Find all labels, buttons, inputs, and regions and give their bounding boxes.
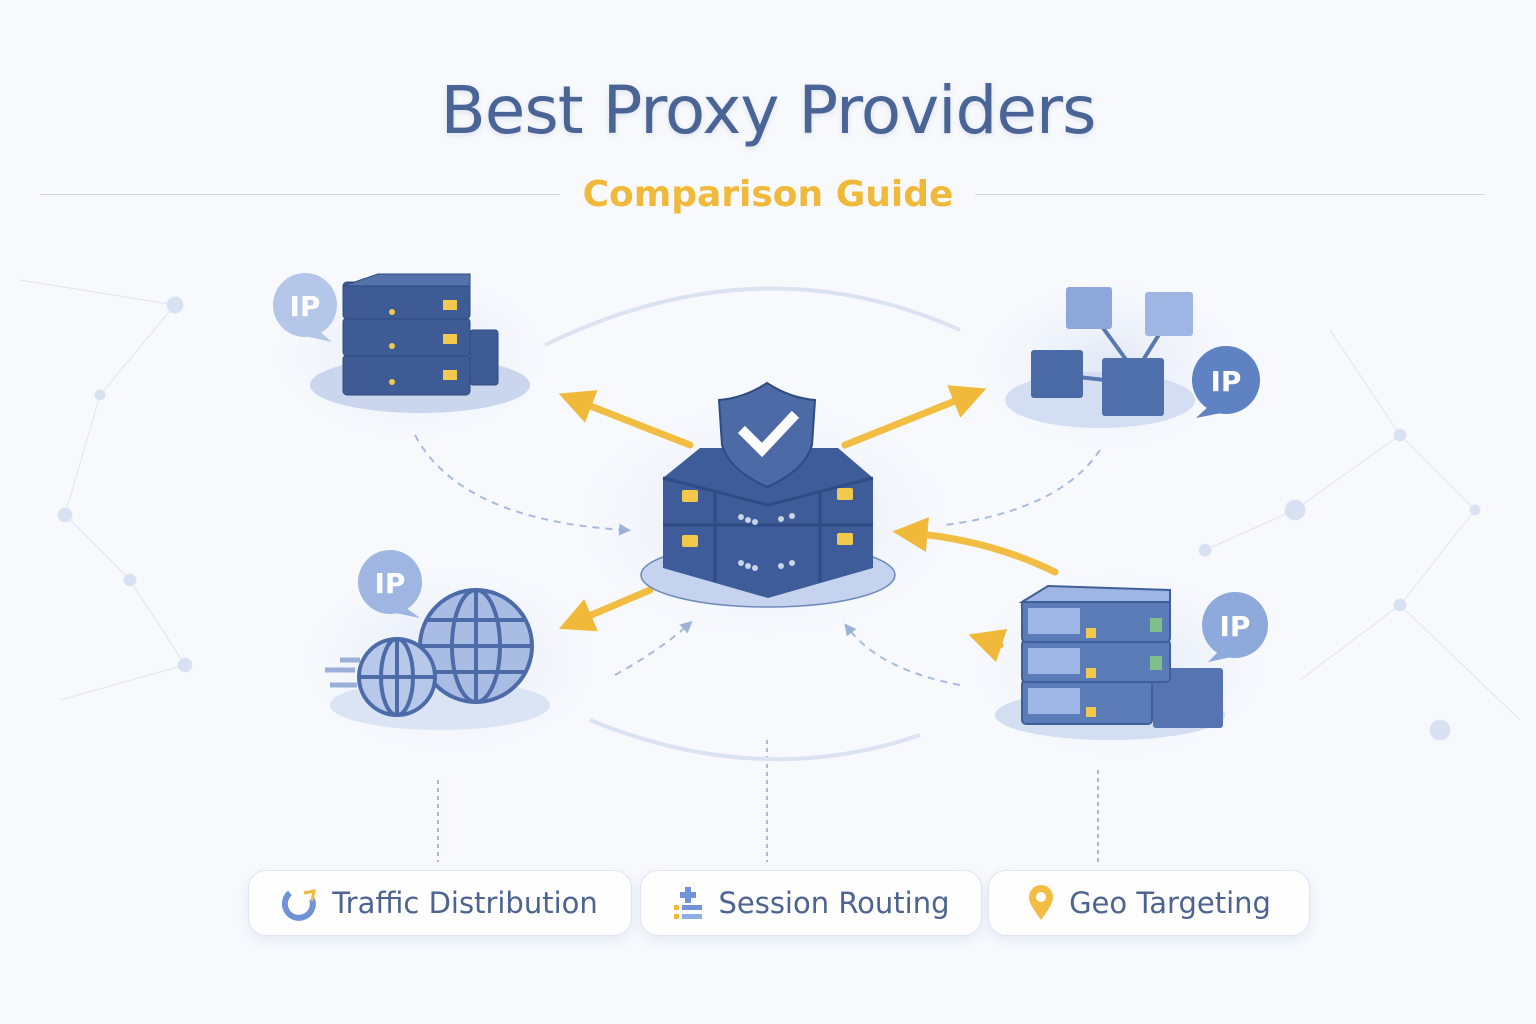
feature-label: Session Routing — [718, 886, 950, 920]
ip-badge-top-left: IP — [273, 273, 337, 342]
background-network-mesh — [19, 279, 1521, 741]
traffic-arrows — [558, 385, 1059, 663]
svg-text:IP: IP — [375, 567, 406, 600]
dashed-connections — [414, 434, 1101, 862]
datacenter-server-stack — [310, 273, 530, 413]
svg-text:IP: IP — [1220, 610, 1251, 643]
divider-right — [975, 194, 1485, 195]
traffic-distribution-icon — [282, 889, 317, 921]
ip-badge-bottom-left: IP — [358, 550, 422, 618]
shield-check-icon — [717, 381, 817, 489]
map-pin-icon — [1029, 885, 1054, 920]
svg-text:IP: IP — [1211, 365, 1242, 398]
session-routing-icon — [674, 887, 703, 919]
central-proxy-server — [640, 381, 896, 608]
network-node-cubes — [1005, 287, 1195, 428]
page-title: Best Proxy Providers — [440, 72, 1096, 149]
residential-server-stack — [995, 584, 1225, 740]
feature-session-routing: Session Routing — [640, 870, 982, 936]
ip-badge-top-right: IP — [1192, 346, 1260, 418]
feature-label: Traffic Distribution — [332, 886, 598, 920]
divider-left — [40, 194, 560, 195]
ip-badge-bottom-right: IP — [1202, 592, 1268, 662]
globe-network — [325, 588, 550, 730]
svg-text:IP: IP — [290, 290, 321, 323]
feature-geo-targeting: Geo Targeting — [988, 870, 1310, 936]
page-subtitle: Comparison Guide — [582, 174, 954, 215]
feature-traffic-distribution: Traffic Distribution — [248, 870, 632, 936]
feature-label: Geo Targeting — [1069, 886, 1271, 920]
